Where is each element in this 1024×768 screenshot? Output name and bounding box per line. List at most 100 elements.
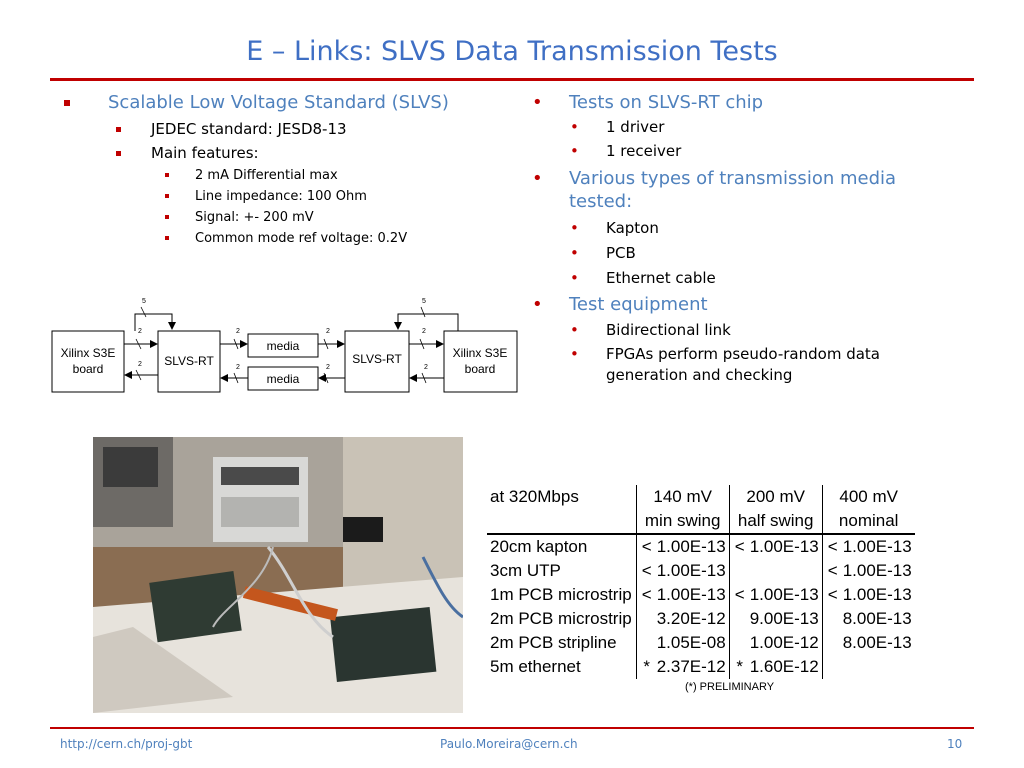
- footer-url[interactable]: http://cern.ch/proj-gbt: [60, 737, 193, 751]
- bus-width-label: 5: [422, 298, 426, 305]
- bullet-slvs-text: Scalable Low Voltage Standard (SLVS): [108, 92, 449, 113]
- table-row: 20cm kapton < 1.00E-13 < 1.00E-13 < 1.00…: [487, 534, 915, 559]
- bullet-media-types: • Various types of transmission media te…: [530, 167, 949, 213]
- table-cell: [821, 655, 840, 679]
- table-cell: 1.60E-12: [749, 657, 819, 676]
- round-bullet-icon: •: [532, 92, 543, 113]
- slide-title: E – Links: SLVS Data Transmission Tests: [246, 36, 778, 67]
- table-header-cell: 400 mV: [821, 485, 915, 509]
- table-cell: 2m PCB stripline: [490, 633, 617, 652]
- square-bullet-icon: [116, 127, 121, 132]
- feature-signal-text: Signal: +- 200 mV: [195, 210, 314, 225]
- table-cell: *: [635, 655, 654, 679]
- bus-slash-icon: [419, 338, 425, 350]
- bullet-tests-chip: • Tests on SLVS-RT chip: [530, 91, 970, 114]
- table-cell: 2m PCB microstrip: [490, 609, 632, 628]
- table-cell: 20cm kapton: [490, 537, 588, 556]
- bus-slash-icon: [421, 372, 427, 384]
- bus-width-label: 5: [142, 298, 146, 305]
- table-cell: 3.20E-12: [656, 609, 726, 628]
- round-bullet-icon: •: [532, 168, 543, 189]
- lab-setup-photo: [93, 437, 463, 713]
- bullet-jedec: JEDEC standard: JESD8-13: [60, 117, 510, 141]
- bus-slash-icon: [233, 338, 239, 350]
- bullet-fpga: • FPGAs perform pseudo-random data gener…: [530, 344, 936, 386]
- table-cell: *: [728, 655, 747, 679]
- round-bullet-icon: •: [532, 294, 543, 315]
- table-subheader-cell: [487, 509, 636, 534]
- bullet-main-features: Main features:: [60, 141, 510, 165]
- feature-common-mode-text: Common mode ref voltage: 0.2V: [195, 231, 408, 246]
- bus-width-label: 2: [236, 364, 240, 371]
- table-cell: 1.00E-13: [749, 585, 819, 604]
- round-bullet-icon: •: [570, 321, 579, 339]
- table-row: 2m PCB stripline 1.05E-08 1.00E-12 8.00E…: [487, 631, 915, 655]
- bullet-slvs: Scalable Low Voltage Standard (SLVS): [60, 91, 510, 117]
- bus-slash-icon: [135, 369, 142, 381]
- table-cell: 1.00E-12: [749, 633, 819, 652]
- media-top-label: media: [267, 339, 300, 353]
- table-cell: [728, 559, 747, 583]
- table-subheader-cell: min swing: [635, 509, 730, 534]
- table-cell: 8.00E-13: [842, 633, 912, 652]
- bullet-receiver-text: 1 receiver: [606, 142, 682, 160]
- square-bullet-icon: [165, 215, 169, 219]
- table-cell: <: [821, 534, 840, 559]
- bullet-pcb-text: PCB: [606, 244, 636, 262]
- table-cell: 1.00E-13: [842, 561, 912, 580]
- table-cell: 1.00E-13: [656, 585, 726, 604]
- media-box-top: [247, 333, 319, 358]
- feature-signal: Signal: +- 200 mV: [60, 207, 510, 228]
- footer-email[interactable]: Paulo.Moreira@cern.ch: [440, 737, 578, 751]
- square-bullet-icon: [165, 194, 169, 198]
- bus-slash-icon: [135, 338, 142, 350]
- bullet-driver-text: 1 driver: [606, 118, 665, 136]
- bus-slash-icon: [233, 372, 239, 384]
- table-cell: 8.00E-13: [842, 609, 912, 628]
- table-header-cell: 140 mV: [635, 485, 730, 509]
- table-cell: [821, 607, 840, 631]
- bullet-tests-chip-text: Tests on SLVS-RT chip: [569, 92, 764, 113]
- bullet-bidirectional: • Bidirectional link: [530, 318, 970, 342]
- bullet-jedec-text: JEDEC standard: JESD8-13: [151, 120, 347, 138]
- table-subheader-row: min swing half swing nominal: [487, 509, 915, 534]
- feature-current-text: 2 mA Differential max: [195, 168, 338, 183]
- bus-slash-icon: [140, 306, 147, 318]
- table-cell: 1.05E-08: [656, 633, 726, 652]
- table-cell: 1m PCB microstrip: [490, 585, 632, 604]
- table-cell: [840, 655, 915, 679]
- bullet-media-types-text: Various types of transmission media test…: [569, 168, 897, 212]
- table-row: 2m PCB microstrip 3.20E-12 9.00E-13 8.00…: [487, 607, 915, 631]
- table-cell: <: [821, 583, 840, 607]
- bullet-ethernet: • Ethernet cable: [530, 266, 970, 290]
- feature-impedance: Line impedance: 100 Ohm: [60, 186, 510, 207]
- left-bullet-column: Scalable Low Voltage Standard (SLVS) JED…: [60, 91, 510, 249]
- table-cell: [821, 631, 840, 655]
- table-cell: <: [635, 583, 654, 607]
- table-cell: [728, 607, 747, 631]
- table-cell: 9.00E-13: [749, 609, 819, 628]
- xilinx-right-label-2: board: [465, 362, 496, 376]
- bus-width-label: 2: [138, 328, 142, 335]
- bullet-kapton-text: Kapton: [606, 219, 659, 237]
- footer-divider: [50, 727, 974, 729]
- table-cell: [728, 631, 747, 655]
- table-cell: <: [635, 559, 654, 583]
- preliminary-note: (*) PRELIMINARY: [685, 681, 775, 693]
- table-cell: [635, 607, 654, 631]
- bus-width-label: 2: [326, 328, 330, 335]
- feature-current: 2 mA Differential max: [60, 165, 510, 186]
- table-cell: 5m ethernet: [490, 657, 581, 676]
- round-bullet-icon: •: [570, 345, 579, 363]
- table-cell: [635, 631, 654, 655]
- table-row: 1m PCB microstrip < 1.00E-13 < 1.00E-13 …: [487, 583, 915, 607]
- table-cell: <: [728, 534, 747, 559]
- slvs-rt-chip-left: [157, 330, 221, 393]
- slvs-right-label: SLVS-RT: [352, 352, 402, 366]
- table-row: 5m ethernet * 2.37E-12 * 1.60E-12: [487, 655, 915, 679]
- table-cell: 1.00E-13: [842, 585, 912, 604]
- round-bullet-icon: •: [570, 244, 579, 262]
- bus-slash-icon: [420, 306, 426, 318]
- xilinx-board-right: [443, 330, 518, 393]
- table-cell: 3cm UTP: [490, 561, 561, 580]
